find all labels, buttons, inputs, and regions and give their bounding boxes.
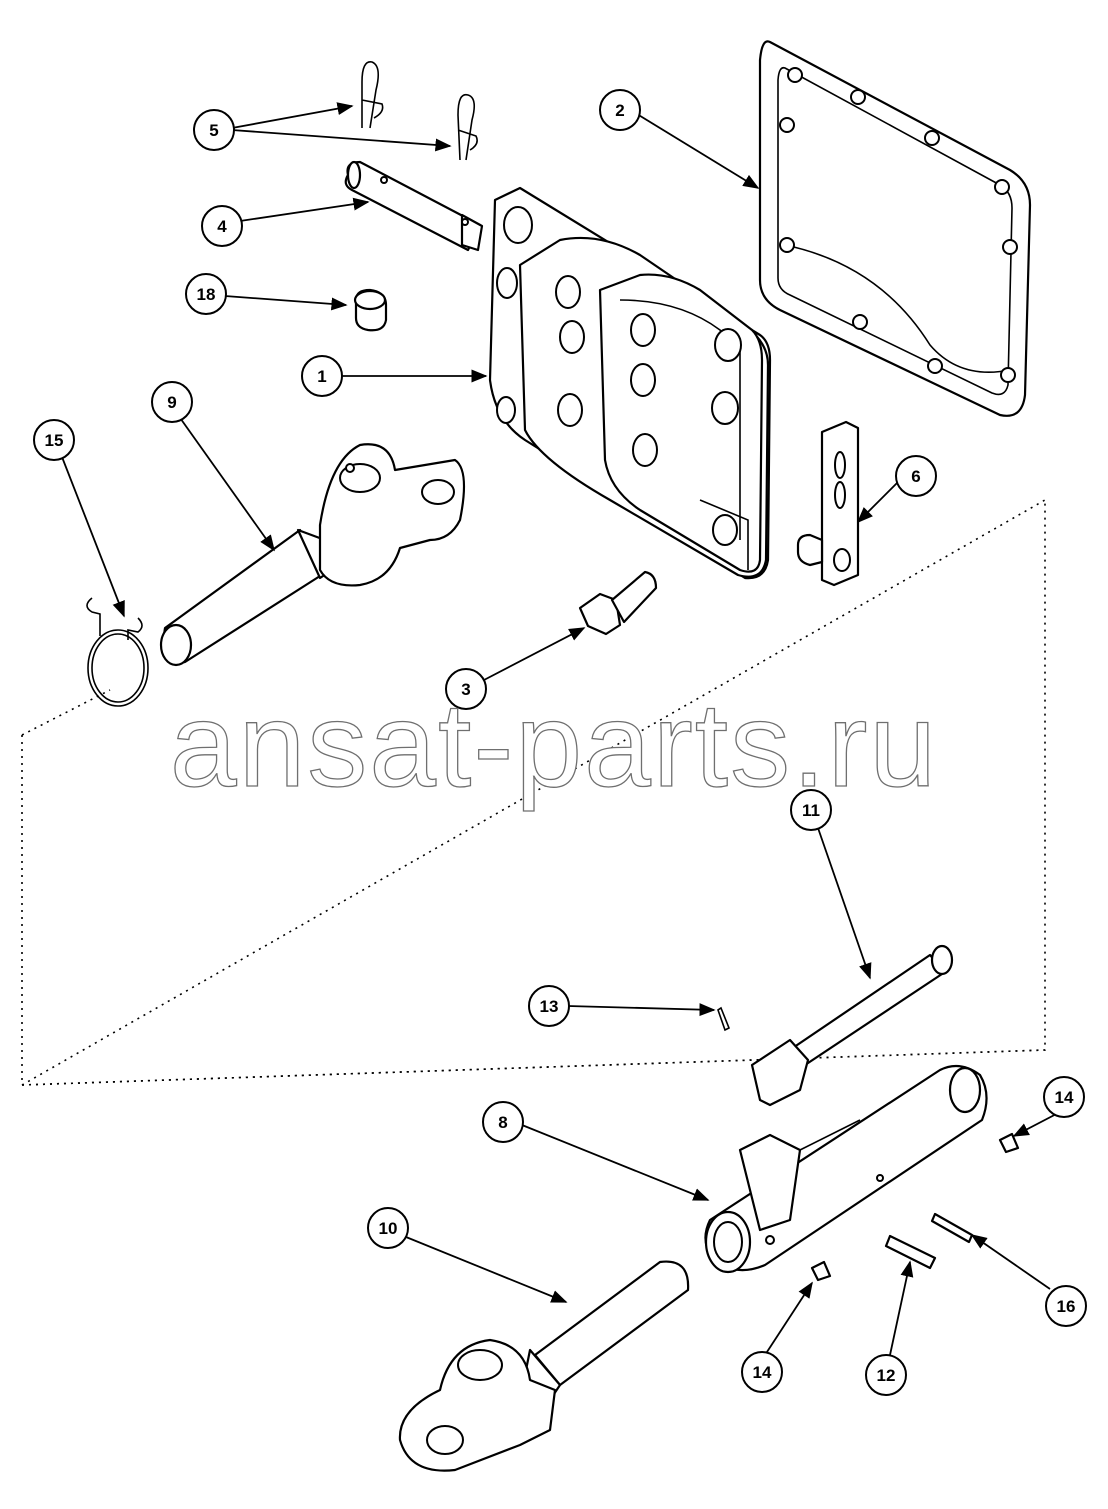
svg-text:8: 8 (498, 1113, 507, 1132)
roll-pin-part (930, 1212, 974, 1244)
callout-3: 3 (445, 668, 487, 710)
lower-arm-part (398, 1260, 690, 1472)
svg-text:16: 16 (1057, 1297, 1076, 1316)
callout-10: 10 (367, 1207, 409, 1249)
callout-16: 16 (1045, 1285, 1087, 1327)
callout-11: 11 (790, 789, 832, 831)
callout-2: 2 (599, 89, 641, 131)
bolt-part (578, 570, 658, 636)
svg-text:18: 18 (197, 285, 216, 304)
callout-15: 15 (33, 419, 75, 461)
upper-arm-part (159, 443, 466, 667)
callout-14-lower: 14 (741, 1351, 783, 1393)
callout-14-upper: 14 (1043, 1076, 1085, 1118)
plate-part (796, 420, 860, 587)
grease-fitting-part-a (998, 1132, 1020, 1154)
bushing-part (353, 288, 388, 332)
svg-text:14: 14 (1055, 1088, 1074, 1107)
assembly-diagonal (21, 689, 111, 736)
svg-text:4: 4 (217, 217, 227, 236)
cotter-pin-part (717, 1006, 731, 1032)
callout-18: 18 (185, 273, 227, 315)
r-clip-part-a (361, 61, 384, 129)
svg-text:1: 1 (317, 367, 326, 386)
svg-text:9: 9 (167, 393, 176, 412)
bracket-part (488, 186, 772, 580)
callout-5: 5 (193, 109, 235, 151)
callout-8: 8 (482, 1101, 524, 1143)
assembly-diagonal-2 (21, 499, 1046, 1086)
svg-text:13: 13 (540, 997, 559, 1016)
callout-6: 6 (895, 455, 937, 497)
watermark-text: ansat-parts.ru (170, 678, 938, 812)
cylinder-body-part (704, 1064, 988, 1274)
grease-fitting-part-b (810, 1260, 832, 1282)
callout-13: 13 (528, 985, 570, 1027)
clevis-pin-part (884, 1234, 937, 1270)
leader-lines (61, 102, 1065, 1356)
callout-9: 9 (151, 381, 193, 423)
long-pin-part (750, 944, 954, 1107)
callout-4: 4 (201, 205, 243, 247)
gasket-part (758, 40, 1032, 417)
pin-part (344, 160, 484, 252)
svg-text:12: 12 (877, 1366, 896, 1385)
svg-text:5: 5 (209, 121, 218, 140)
svg-text:2: 2 (615, 101, 624, 120)
callout-1: 1 (301, 355, 343, 397)
callout-12: 12 (865, 1354, 907, 1396)
svg-text:3: 3 (461, 680, 470, 699)
svg-text:10: 10 (379, 1219, 398, 1238)
r-clip-part-b (457, 93, 478, 161)
assembly-boundary-lower (21, 1049, 1046, 1086)
svg-text:11: 11 (802, 801, 820, 820)
svg-text:15: 15 (45, 431, 64, 450)
spring-ring-part (86, 597, 149, 707)
svg-text:6: 6 (911, 467, 920, 486)
svg-text:14: 14 (753, 1363, 772, 1382)
